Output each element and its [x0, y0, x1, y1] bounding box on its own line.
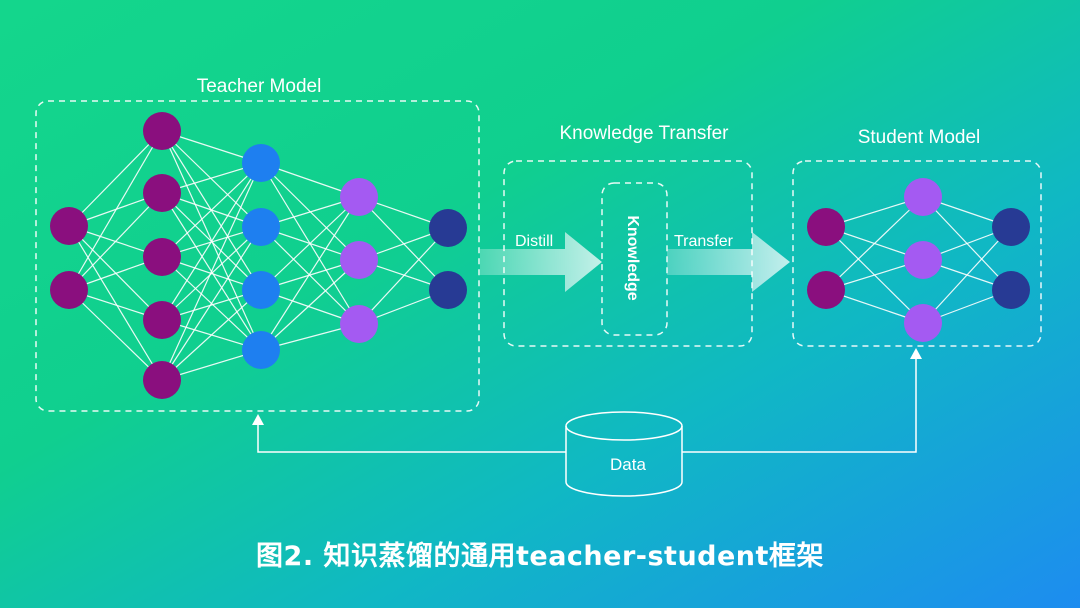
transfer-arrow	[667, 232, 790, 292]
teacher-node-layer2-4	[143, 301, 181, 339]
teacher-node-layer3-4	[242, 331, 280, 369]
teacher-edge	[260, 196, 360, 291]
distill-arrow	[480, 232, 602, 292]
student-node-layer2-3	[904, 304, 942, 342]
teacher-node-layer4-2	[340, 241, 378, 279]
teacher-edge	[161, 226, 262, 381]
data-label: Data	[610, 455, 646, 474]
teacher-node-layer2-2	[143, 174, 181, 212]
teacher-edge	[161, 289, 262, 381]
student-model-box	[792, 160, 1042, 347]
data-cylinder-icon	[565, 411, 683, 497]
teacher-edge	[161, 226, 262, 321]
student-node-layer3-1	[992, 208, 1030, 246]
teacher-node-layer3-2	[242, 208, 280, 246]
student-edge	[825, 196, 924, 291]
student-node-layer1-2	[807, 271, 845, 309]
student-node-layer1-1	[807, 208, 845, 246]
teacher-network	[50, 112, 467, 399]
knowledge-label: Knowledge	[624, 215, 641, 300]
student-edge	[922, 226, 1012, 324]
teacher-edge	[68, 130, 163, 227]
teacher-edge	[260, 259, 360, 351]
teacher-node-layer2-1	[143, 112, 181, 150]
knowledge-transfer-label: Knowledge Transfer	[560, 123, 730, 144]
teacher-edge	[161, 162, 262, 321]
data-to-student-arrowhead	[910, 348, 922, 359]
teacher-node-layer3-3	[242, 271, 280, 309]
teacher-node-layer5-2	[429, 271, 467, 309]
teacher-model-box	[35, 100, 480, 412]
teacher-edge	[358, 227, 449, 325]
student-node-layer3-2	[992, 271, 1030, 309]
teacher-edge	[68, 289, 163, 381]
teacher-model-label: Teacher Model	[197, 76, 322, 97]
data-to-teacher-arrowhead	[252, 414, 264, 425]
student-node-layer2-2	[904, 241, 942, 279]
transfer-label: Transfer	[674, 233, 734, 250]
teacher-edge	[68, 130, 163, 291]
teacher-node-layer4-3	[340, 305, 378, 343]
teacher-node-layer5-1	[429, 209, 467, 247]
teacher-node-layer4-1	[340, 178, 378, 216]
student-node-layer2-1	[904, 178, 942, 216]
teacher-node-layer3-1	[242, 144, 280, 182]
student-model-label: Student Model	[858, 127, 981, 148]
teacher-edge	[260, 196, 360, 351]
teacher-edge	[161, 130, 262, 228]
teacher-node-layer2-5	[143, 361, 181, 399]
teacher-edge	[68, 225, 163, 381]
teacher-node-layer2-3	[143, 238, 181, 276]
teacher-node-layer1-1	[50, 207, 88, 245]
teacher-edge	[161, 162, 262, 381]
data-to-student-line	[682, 358, 917, 453]
student-network	[807, 178, 1030, 342]
distill-label: Distill	[515, 233, 553, 250]
teacher-node-layer1-2	[50, 271, 88, 309]
teacher-edge	[161, 162, 262, 258]
figure-caption: 图2. 知识蒸馏的通用teacher-student框架	[256, 541, 824, 572]
data-to-teacher-line	[257, 422, 566, 453]
teacher-edge	[68, 192, 163, 291]
